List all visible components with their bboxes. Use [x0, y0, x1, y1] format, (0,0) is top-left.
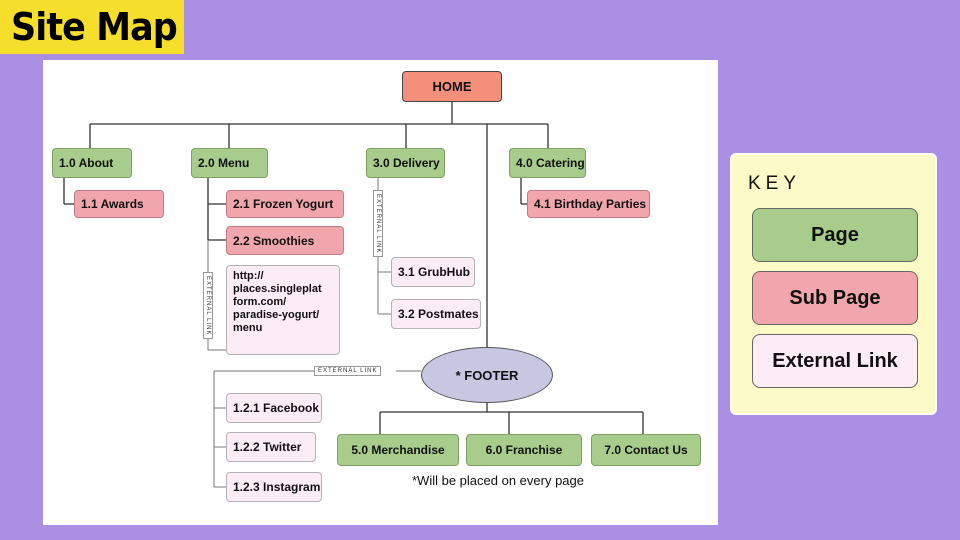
node-smoothies: 2.2 Smoothies [226, 226, 344, 255]
node-footer: * FOOTER [421, 347, 553, 403]
legend-title: KEY [748, 173, 802, 194]
node-home: HOME [402, 71, 502, 102]
node-merchandise: 5.0 Merchandise [337, 434, 459, 466]
node-facebook: 1.2.1 Facebook [226, 393, 322, 423]
legend-key: KEY Page Sub Page External Link [730, 153, 937, 415]
node-instagram: 1.2.3 Instagram [226, 472, 322, 502]
node-delivery: 3.0 Delivery [366, 148, 445, 178]
node-franchise: 6.0 Franchise [466, 434, 582, 466]
node-postmates: 3.2 Postmates [391, 299, 481, 329]
node-frozen-yogurt: 2.1 Frozen Yogurt [226, 190, 344, 218]
node-menu-external-link: http:// places.singleplat form.com/ para… [226, 265, 340, 355]
node-catering: 4.0 Catering [509, 148, 586, 178]
legend-external-link: External Link [752, 334, 918, 388]
legend-sub-page: Sub Page [752, 271, 918, 325]
external-link-label-delivery: EXTERNAL LINK [373, 190, 383, 258]
footer-note: *Will be placed on every page [412, 473, 584, 488]
node-menu: 2.0 Menu [191, 148, 268, 178]
node-grubhub: 3.1 GrubHub [391, 257, 475, 287]
node-contact-us: 7.0 Contact Us [591, 434, 701, 466]
node-twitter: 1.2.2 Twitter [226, 432, 316, 462]
external-link-label-footer: EXTERNAL LINK [314, 366, 382, 376]
page-title: Site Map [0, 0, 185, 54]
node-about: 1.0 About [52, 148, 132, 178]
legend-page: Page [752, 208, 918, 262]
node-birthday-parties: 4.1 Birthday Parties [527, 190, 650, 218]
node-awards: 1.1 Awards [74, 190, 164, 218]
external-link-label-menu: EXTERNAL LINK [203, 272, 213, 340]
